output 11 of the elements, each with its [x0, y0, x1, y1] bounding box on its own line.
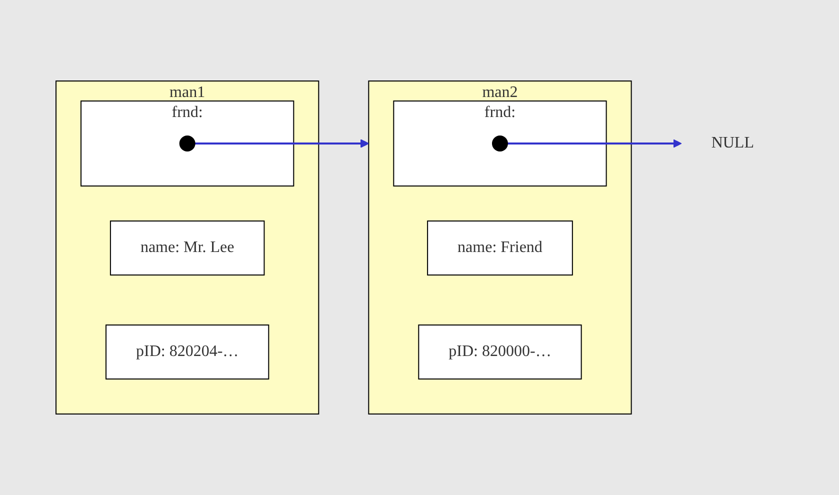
node-circle [178, 136, 195, 152]
node-box: name: Mr. Lee [109, 220, 264, 276]
cluster: frnd: [80, 100, 294, 186]
arrow [194, 139, 369, 148]
node-box: pID: 820204-… [105, 324, 269, 380]
node-text: NULL [710, 134, 754, 152]
cluster: frnd: [392, 100, 606, 186]
node-box: name: Friend [426, 220, 572, 276]
node-circle [492, 136, 508, 152]
arrow [507, 139, 682, 148]
node-box: pID: 820000-… [418, 324, 582, 380]
